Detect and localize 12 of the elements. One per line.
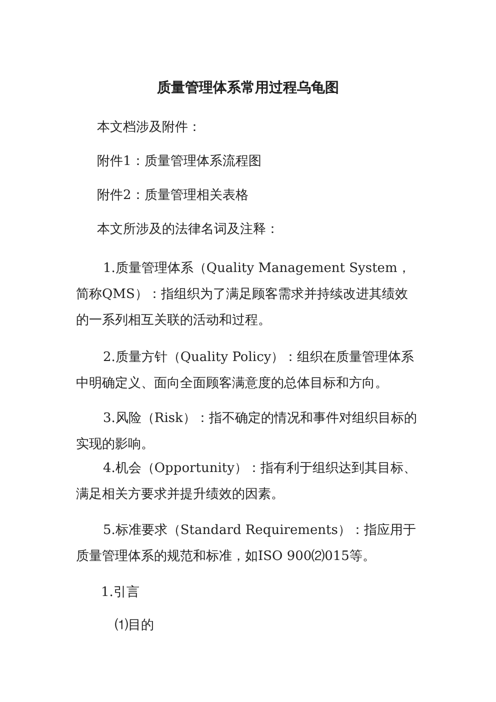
text-paragraph: 1.质量管理体系（Quality Management System，简称QMS）：指组织为了满足顾客需求并持续改进其绩效的一系列相互关联的活动和过程。 — [76, 260, 412, 330]
text-paragraph: 1.引言 — [101, 584, 140, 602]
text-paragraph: 5.标准要求（Standard Requirements）：指应用于质量管理体系的规范和标准，如ISO 900⑵015等。 — [76, 522, 417, 566]
text-paragraph: 附件2：质量管理相关表格 — [97, 187, 248, 205]
text-paragraph: 附件1：质量管理体系流程图 — [97, 153, 262, 171]
text-paragraph: 3.风险（Risk）：指不确定的情况和事件对组织目标的实现的影响。 — [76, 410, 418, 454]
text-paragraph: 2.质量方针（Quality Policy）：组织在质量管理体系中明确定义、面向全面顾客满意度的总体目标和方向。 — [76, 349, 416, 393]
text-paragraph: 本文档涉及附件： — [97, 119, 201, 137]
text-paragraph: ⑴目的 — [115, 617, 154, 635]
document-title: 质量管理体系常用过程乌龟图 — [157, 79, 339, 98]
text-paragraph: 本文所涉及的法律名词及注释： — [97, 221, 279, 239]
text-paragraph: 4.机会（Opportunity）：指有利于组织达到其目标、满足相关方要求并提升绩效的因素。 — [76, 460, 418, 504]
